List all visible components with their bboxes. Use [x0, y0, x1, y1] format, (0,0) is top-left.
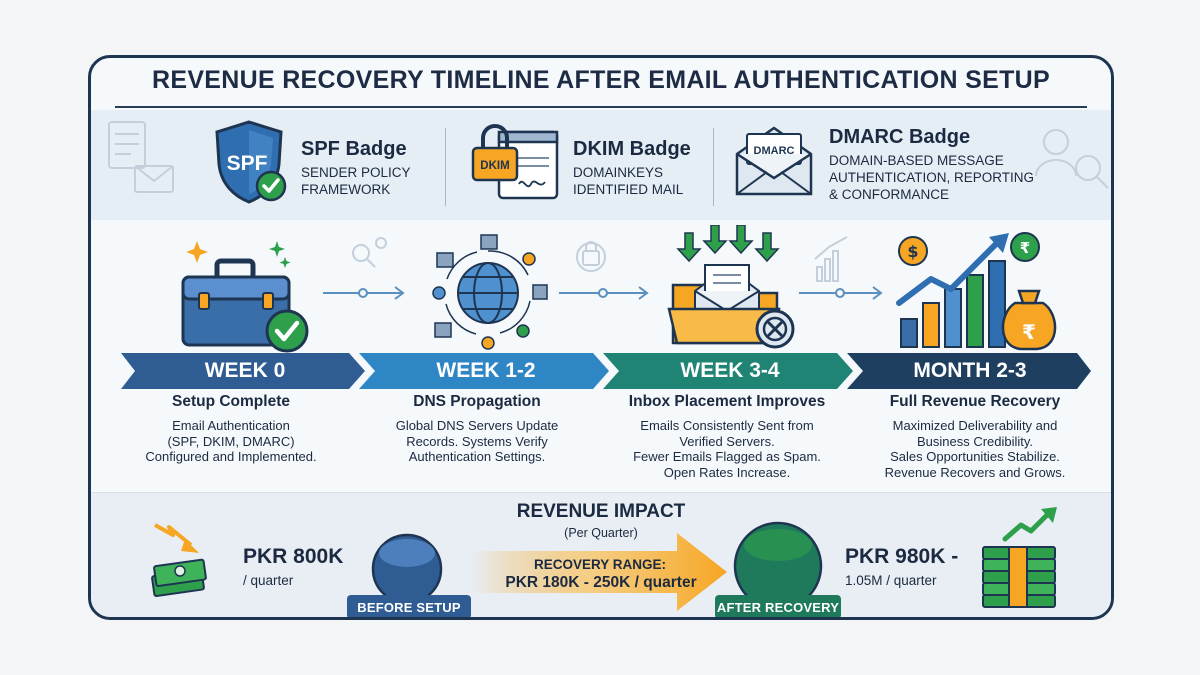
chevron-week-1-2: WEEK 1-2 — [436, 359, 536, 382]
before-setup-circle — [371, 533, 443, 605]
chevron-week-0: WEEK 0 — [204, 359, 286, 382]
dkim-badge-title: DKIM Badge — [573, 138, 691, 160]
impact-title: REVENUE IMPACT — [516, 501, 686, 522]
svg-text:₹: ₹ — [1020, 239, 1030, 257]
after-recovery-label: AFTER RECOVERY — [715, 595, 841, 617]
step-heading: Setup Complete — [172, 393, 290, 410]
step-month-2-3: Full Revenue Recovery Maximized Delivera… — [859, 393, 1091, 480]
people-search-decor-icon — [1035, 129, 1109, 189]
dmarc-envelope-icon: DMARC — [735, 126, 813, 196]
badge-divider — [445, 128, 446, 206]
timeline-icons-row: $ ₹ ₹ — [91, 223, 1111, 353]
step-week-3-4: Inbox Placement Improves Emails Consiste… — [611, 393, 843, 480]
revenue-impact-panel: REVENUE IMPACT (Per Quarter) PKR 800K / … — [91, 492, 1111, 617]
svg-text:DKIM: DKIM — [480, 160, 509, 172]
after-amount: PKR 980K - — [845, 545, 959, 568]
step-week-0: Setup Complete Email Authentication(SPF,… — [115, 393, 347, 465]
before-setup-label: BEFORE SETUP — [347, 595, 471, 617]
spf-shield-icon: SPF — [215, 120, 287, 204]
chevron-shapes — [121, 353, 1091, 389]
timeline-chevrons: WEEK 0 WEEK 1-2 WEEK 3-4 MONTH 2-3 — [121, 353, 1091, 389]
recovery-range-value: PKR 180K - 250K / quarter — [505, 574, 697, 591]
growth-chart-icon: $ ₹ ₹ — [896, 232, 1057, 351]
impact-subtitle: (Per Quarter) — [564, 526, 638, 540]
recovery-arrow-icon — [471, 533, 727, 611]
before-unit: / quarter — [243, 573, 294, 588]
after-unit: 1.05M / quarter — [845, 573, 937, 588]
spf-badge-title: SPF Badge — [301, 138, 407, 160]
money-stack-growth-icon — [982, 507, 1057, 608]
dkim-lock-icon: DKIM — [471, 124, 559, 200]
after-recovery-circle — [733, 521, 823, 611]
inbox-folder-icon — [667, 225, 795, 349]
before-amount: PKR 800K — [243, 545, 344, 568]
toolbox-check-icon — [181, 241, 309, 353]
svg-text:₹: ₹ — [1022, 320, 1036, 344]
title-divider — [115, 106, 1087, 108]
step-heading: Full Revenue Recovery — [889, 393, 1061, 410]
badge-divider — [713, 128, 714, 206]
chevron-week-3-4: WEEK 3-4 — [680, 359, 780, 382]
infographic-card: REVENUE RECOVERY TIMELINE AFTER EMAIL AU… — [88, 55, 1114, 620]
document-mail-decor-icon — [108, 121, 174, 193]
step-week-1-2: DNS Propagation Global DNS Servers Updat… — [361, 393, 593, 465]
step-heading: DNS Propagation — [413, 393, 541, 410]
recovery-range-label: RECOVERY RANGE: — [533, 557, 667, 572]
chevron-month-2-3: MONTH 2-3 — [913, 359, 1027, 382]
step-description: Email Authentication(SPF, DKIM, DMARC)Co… — [145, 418, 317, 464]
svg-text:$: $ — [907, 242, 918, 261]
dmarc-badge-title: DMARC Badge — [829, 126, 971, 148]
falling-money-icon — [151, 523, 207, 597]
timeline-connectors — [323, 236, 883, 300]
step-heading: Inbox Placement Improves — [628, 393, 826, 410]
page-title: REVENUE RECOVERY TIMELINE AFTER EMAIL AU… — [151, 66, 1050, 94]
svg-text:SPF: SPF — [227, 152, 268, 175]
globe-network-icon — [432, 234, 548, 350]
